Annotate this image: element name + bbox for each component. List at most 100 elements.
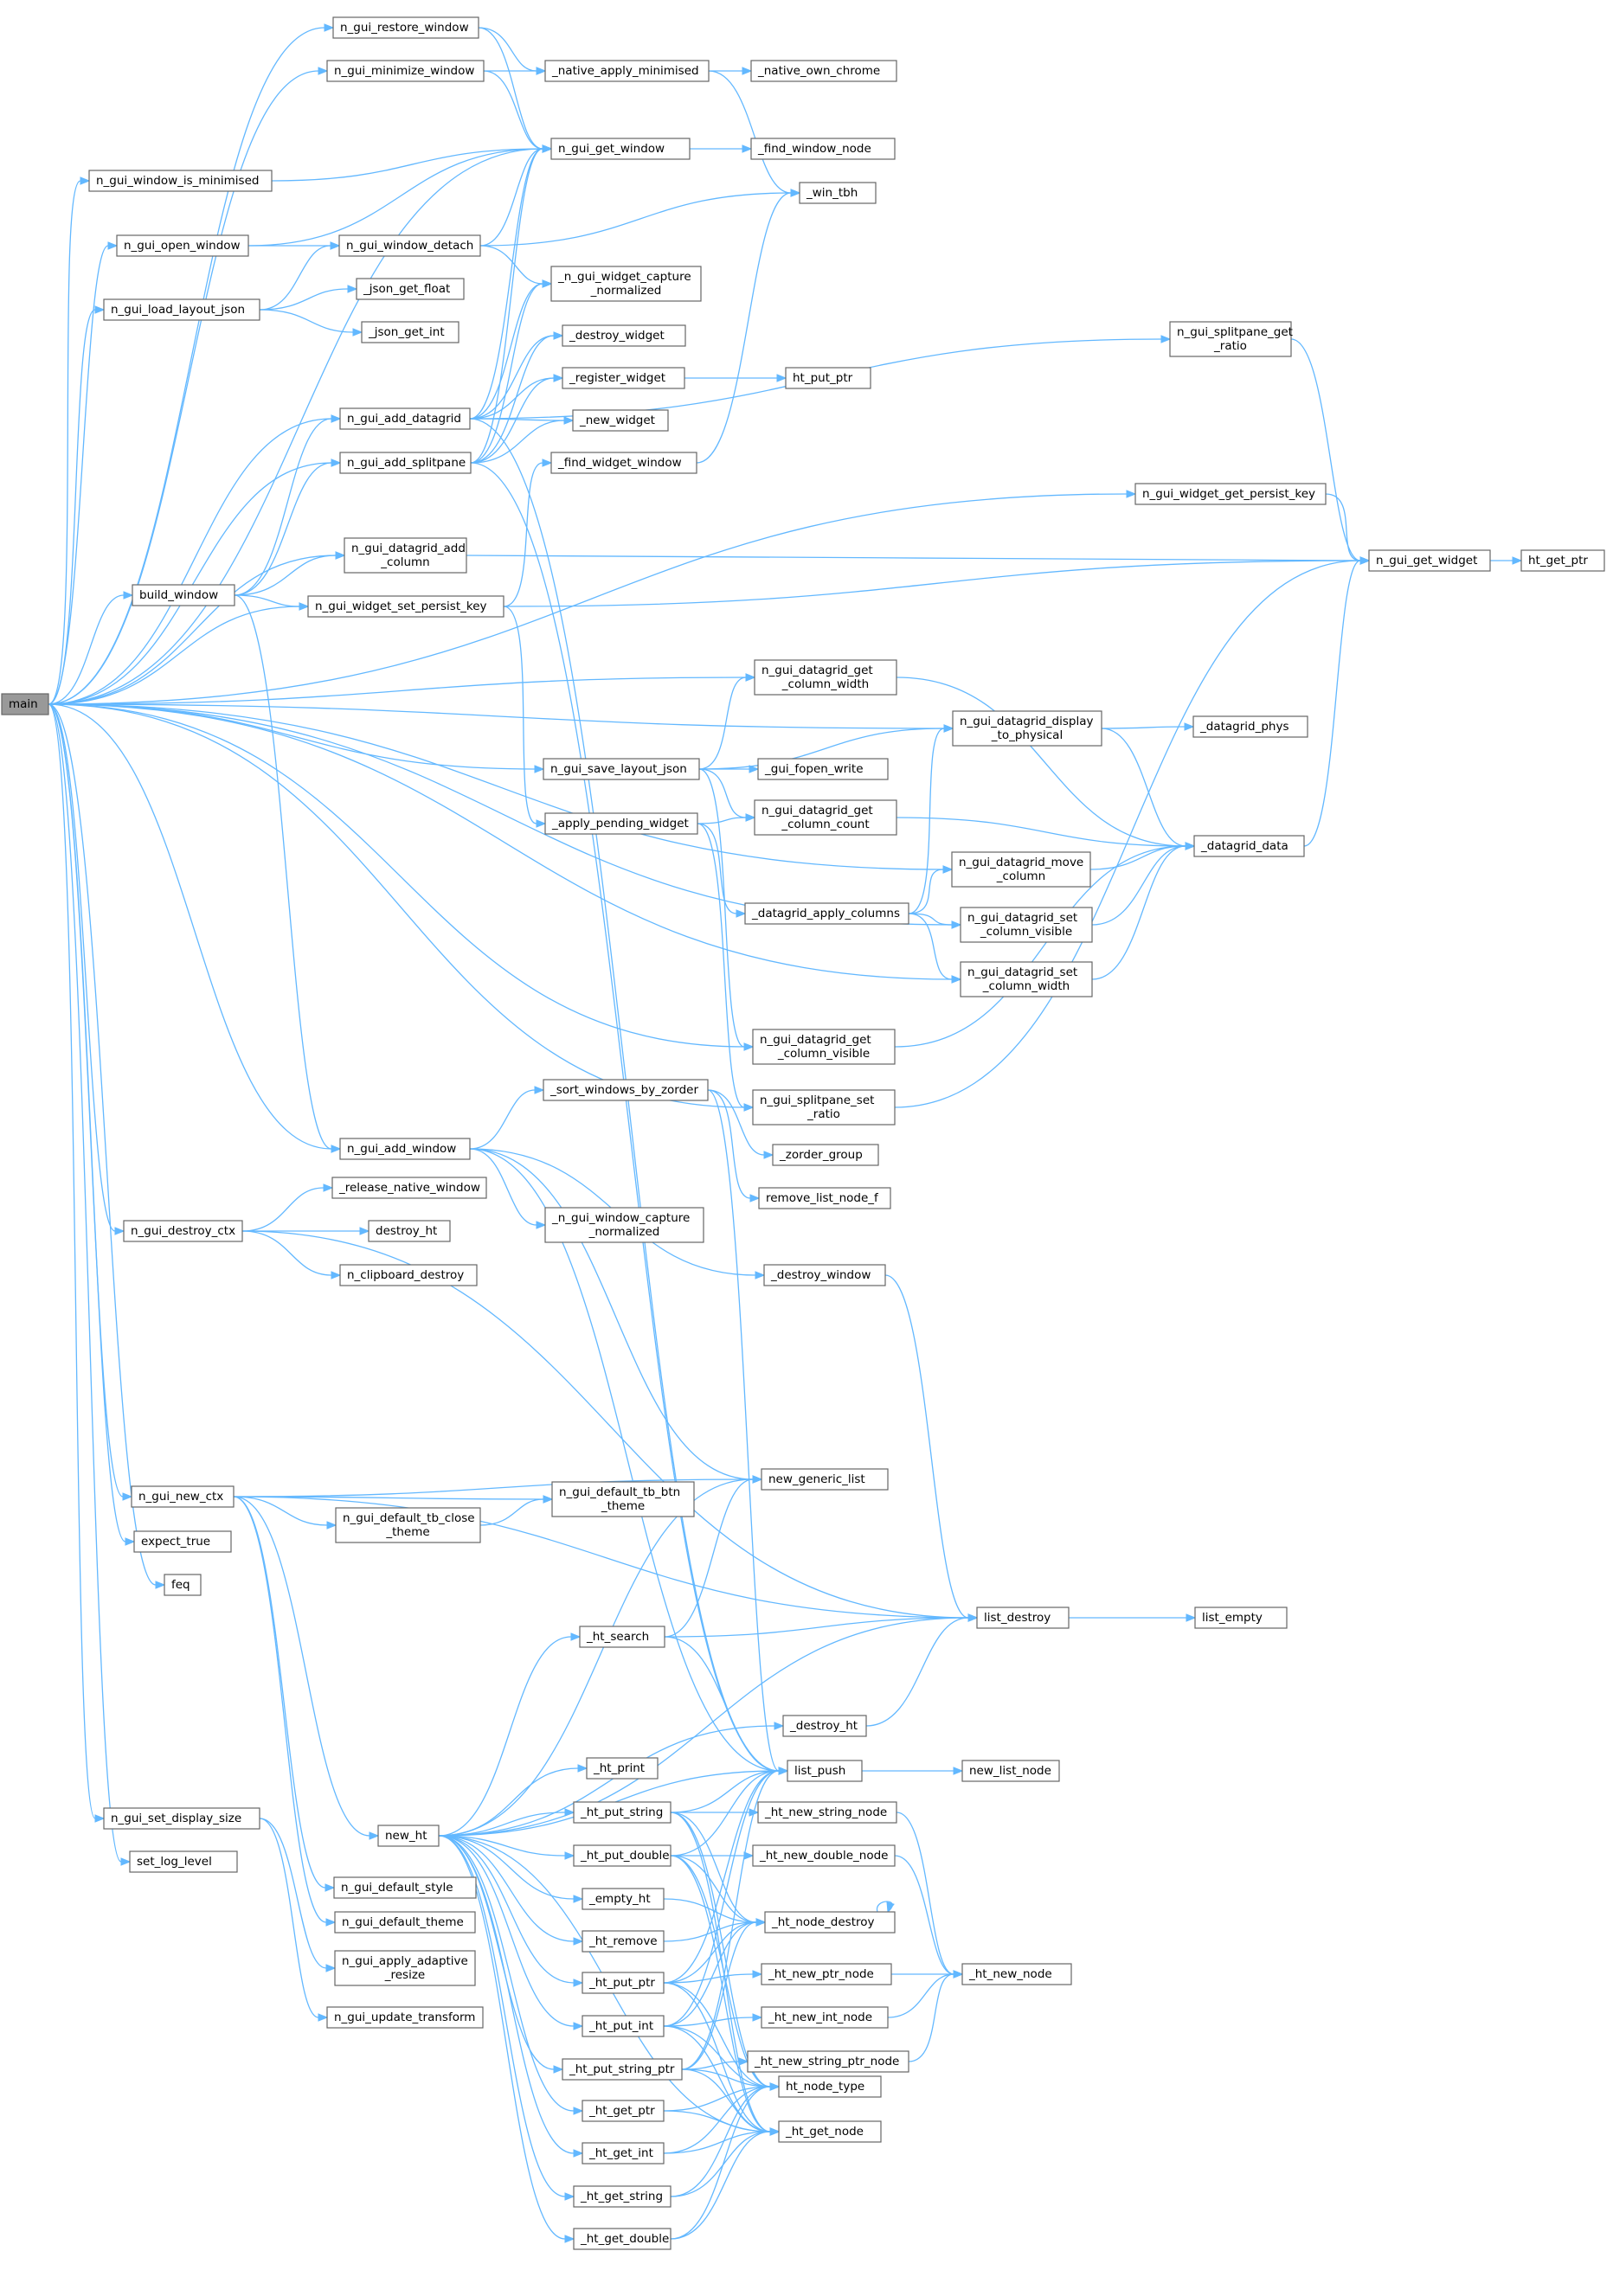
node-n-gui-datagrid-add-column[interactable]: n_gui_datagrid_add_column [344,537,467,574]
node-ht-node-destroy[interactable]: _ht_node_destroy [764,1911,896,1934]
node-ht-search[interactable]: _ht_search [579,1626,665,1648]
node-native-own-chrome[interactable]: _native_own_chrome [750,60,897,82]
node-n-gui-get-widget[interactable]: n_gui_get_widget [1368,549,1491,572]
node-list-empty[interactable]: list_empty [1194,1607,1288,1629]
node-n-gui-load-layout-json[interactable]: n_gui_load_layout_json [103,298,260,321]
node-n-gui-datagrid-move-column[interactable]: n_gui_datagrid_move_column [951,851,1091,888]
node-n-gui-default-theme[interactable]: n_gui_default_theme [334,1911,476,1934]
node-n-gui-apply-adaptive-resize[interactable]: n_gui_apply_adaptive_resize [334,1950,476,1986]
node-find-widget-window[interactable]: _find_widget_window [550,452,697,474]
node-new-list-node[interactable]: new_list_node [961,1760,1060,1782]
node-win-tbh[interactable]: _win_tbh [799,182,877,204]
node-ht-put-ptr[interactable]: ht_put_ptr [785,367,871,389]
node-n-gui-get-window[interactable]: n_gui_get_window [550,138,691,160]
node-ht-new-string-ptr-node[interactable]: _ht_new_string_ptr_node [747,2050,909,2073]
edge-n_gui_widget_set_persist_key-to-_apply_pending_widget [503,606,547,828]
node-n-gui-add-window[interactable]: n_gui_add_window [339,1138,471,1160]
node-n-gui-new-ctx[interactable]: n_gui_new_ctx [131,1485,235,1508]
node-zorder-group[interactable]: _zorder_group [772,1144,879,1166]
node-n-gui-window-detach[interactable]: n_gui_window_detach [338,234,481,257]
node-n-gui-default-tb-btn-theme[interactable]: n_gui_default_tb_btn_theme [551,1481,695,1517]
node-n-gui-datagrid-set-column-visible[interactable]: n_gui_datagrid_set_column_visible [960,907,1093,943]
node-n-gui-datagrid-get-column-visible[interactable]: n_gui_datagrid_get_column_visible [752,1029,896,1065]
node-new-ht[interactable]: new_ht [377,1825,440,1847]
node-json-get-int[interactable]: _json_get_int [361,321,459,343]
node-set-log-level[interactable]: set_log_level [129,1850,238,1873]
node-sort-windows-by-zorder[interactable]: _sort_windows_by_zorder [543,1079,709,1101]
node-n-gui-datagrid-get-column-width[interactable]: n_gui_datagrid_get_column_width [754,659,897,696]
node-ht-get-double[interactable]: _ht_get_double [573,2228,672,2250]
node-ht-get-string[interactable]: _ht_get_string [573,2185,672,2208]
node-n-gui-add-datagrid[interactable]: n_gui_add_datagrid [339,407,471,430]
node-ht-new-node[interactable]: _ht_new_node [961,1963,1072,1985]
node-ht-new-int-node[interactable]: _ht_new_int_node [761,2006,889,2029]
node-n-gui-default-style[interactable]: n_gui_default_style [333,1876,477,1899]
node-ht-put-int[interactable]: _ht_put_int [582,2015,665,2037]
node-label: _ht_node_destroy [771,1915,875,1929]
node-n-clipboard-destroy[interactable]: n_clipboard_destroy [339,1264,478,1286]
node-n-gui-datagrid-display-to-physical[interactable]: n_gui_datagrid_display_to_physical [952,710,1102,747]
node-n-gui-datagrid-get-column-count[interactable]: n_gui_datagrid_get_column_count [754,799,897,836]
node-destroy-ht[interactable]: _destroy_ht [782,1715,867,1737]
node-label: n_gui_default_theme [342,1915,464,1929]
node-ht-new-double-node[interactable]: _ht_new_double_node [752,1844,896,1867]
node-expect-true[interactable]: expect_true [133,1530,232,1553]
node-ht-put-string[interactable]: _ht_put_string [573,1801,672,1824]
node-destroy-widget[interactable]: _destroy_widget [562,324,686,347]
node-n-gui-datagrid-set-column-width[interactable]: n_gui_datagrid_set_column_width [960,961,1093,997]
node-ht-put-string-ptr[interactable]: _ht_put_string_ptr [562,2058,683,2081]
node-ht-remove[interactable]: _ht_remove [582,1930,665,1953]
node-ht-new-ptr-node[interactable]: _ht_new_ptr_node [761,1963,892,1985]
node-apply-pending-widget[interactable]: _apply_pending_widget [544,812,698,835]
node-n-gui-open-window[interactable]: n_gui_open_window [116,234,249,257]
node-remove-list-node-f[interactable]: remove_list_node_f [758,1187,891,1209]
edge-n_gui_new_ctx-to-new_ht [233,1496,380,1840]
node-main[interactable]: main [1,693,49,715]
node-list-destroy[interactable]: list_destroy [976,1607,1070,1629]
node-destroy-ht[interactable]: destroy_ht [368,1220,451,1242]
node-list-push[interactable]: list_push [787,1760,863,1782]
node-n-gui-default-tb-close-theme[interactable]: n_gui_default_tb_close_theme [335,1507,481,1543]
node-register-widget[interactable]: _register_widget [562,367,685,389]
node-n-gui-widget-capture-normalized[interactable]: _n_gui_widget_capture_normalized [550,266,702,302]
node-release-native-window[interactable]: _release_native_window [331,1177,487,1199]
node-new-widget[interactable]: _new_widget [572,409,669,432]
node-label: n_gui_new_ctx [138,1490,223,1504]
node-datagrid-data[interactable]: _datagrid_data [1193,835,1305,857]
node-ht-put-double[interactable]: _ht_put_double [573,1844,672,1867]
node-n-gui-splitpane-get-ratio[interactable]: n_gui_splitpane_get_ratio [1169,321,1293,357]
node-feq[interactable]: feq [164,1574,202,1596]
node-build-window[interactable]: build_window [132,584,235,606]
node-datagrid-phys[interactable]: _datagrid_phys [1192,715,1308,738]
node-n-gui-set-display-size[interactable]: n_gui_set_display_size [103,1807,260,1830]
node-n-gui-widget-set-persist-key[interactable]: n_gui_widget_set_persist_key [307,595,504,618]
node-box [332,16,479,39]
node-n-gui-window-capture-normalized[interactable]: _n_gui_window_capture_normalized [544,1207,704,1243]
node-ht-new-string-node[interactable]: _ht_new_string_node [757,1801,897,1824]
node-label: remove_list_node_f [766,1191,879,1205]
node-datagrid-apply-columns[interactable]: _datagrid_apply_columns [744,902,909,925]
node-n-gui-splitpane-set-ratio[interactable]: n_gui_splitpane_set_ratio [752,1089,896,1126]
node-n-gui-window-is-minimised[interactable]: n_gui_window_is_minimised [88,170,273,192]
node-ht-put-ptr[interactable]: _ht_put_ptr [582,1972,665,1994]
node-n-gui-minimize-window[interactable]: n_gui_minimize_window [326,60,485,82]
node-n-gui-add-splitpane[interactable]: n_gui_add_splitpane [339,452,472,474]
node-gui-fopen-write[interactable]: _gui_fopen_write [757,758,889,780]
node-json-get-float[interactable]: _json_get_float [356,278,465,300]
node-ht-get-node[interactable]: _ht_get_node [778,2120,882,2143]
node-n-gui-restore-window[interactable]: n_gui_restore_window [332,16,479,39]
node-n-gui-destroy-ctx[interactable]: n_gui_destroy_ctx [123,1220,243,1242]
node-ht-get-int[interactable]: _ht_get_int [582,2142,665,2165]
node-new-generic-list[interactable]: new_generic_list [761,1468,889,1491]
node-empty-ht[interactable]: _empty_ht [582,1888,665,1910]
node-ht-print[interactable]: _ht_print [586,1757,659,1780]
node-find-window-node[interactable]: _find_window_node [750,138,896,160]
node-n-gui-widget-get-persist-key[interactable]: n_gui_widget_get_persist_key [1134,483,1327,505]
node-ht-get-ptr[interactable]: _ht_get_ptr [582,2100,665,2122]
node-n-gui-save-layout-json[interactable]: n_gui_save_layout_json [543,758,700,780]
node-native-apply-minimised[interactable]: _native_apply_minimised [544,60,710,82]
node-ht-node-type[interactable]: ht_node_type [778,2075,882,2098]
node-destroy-window[interactable]: _destroy_window [763,1264,886,1286]
node-n-gui-update-transform[interactable]: n_gui_update_transform [326,2006,484,2029]
node-ht-get-ptr[interactable]: ht_get_ptr [1520,549,1605,572]
